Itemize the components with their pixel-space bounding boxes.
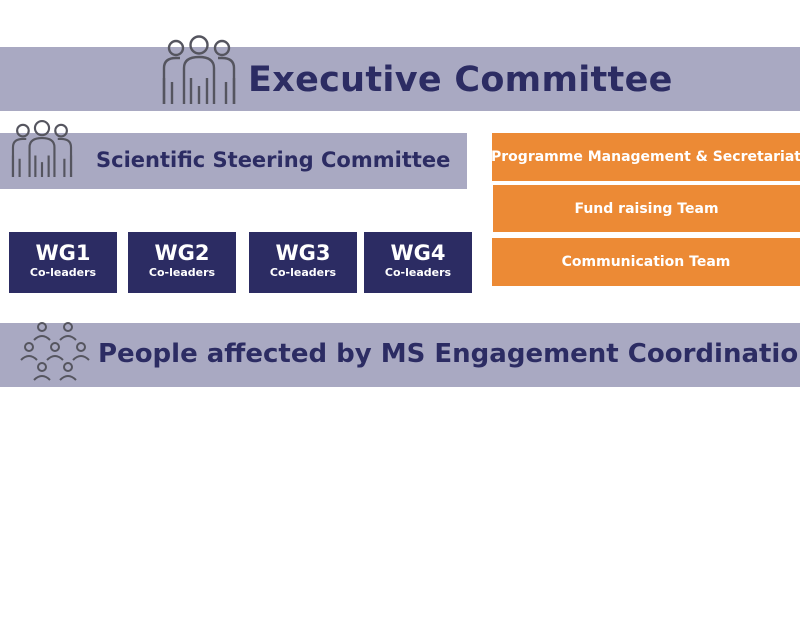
executive-committee-title: Executive Committee [248, 60, 673, 100]
working-group-title: WG1 [35, 241, 91, 265]
communication-team-box: Communication Team [492, 238, 800, 286]
working-group-subtitle: Co-leaders [29, 266, 97, 279]
people-group-icon [158, 34, 240, 120]
programme-management-box: Programme Management & Secretariat [491, 133, 800, 181]
working-group-title: WG3 [275, 241, 331, 265]
scientific-steering-committee-band: Scientific Steering Committee [0, 119, 467, 189]
working-group-3: WG3 Co-leaders [249, 232, 357, 293]
working-group-2: WG2 Co-leaders [128, 232, 236, 293]
working-group-title: WG2 [154, 241, 210, 265]
scientific-steering-committee-title: Scientific Steering Committee [96, 148, 451, 172]
working-group-subtitle: Co-leaders [148, 266, 216, 279]
working-group-1: WG1 Co-leaders [9, 232, 117, 293]
engagement-coordination-band: People affected by MS Engagement Coordin… [0, 321, 800, 387]
working-group-title: WG4 [390, 241, 446, 265]
people-group-icon [8, 119, 76, 191]
engagement-coordination-title: People affected by MS Engagement Coordin… [98, 339, 800, 369]
working-group-4: WG4 Co-leaders [364, 232, 472, 293]
working-group-subtitle: Co-leaders [384, 266, 452, 279]
working-group-subtitle: Co-leaders [269, 266, 337, 279]
executive-committee-band: Executive Committee [0, 35, 800, 111]
fund-raising-team-box: Fund raising Team [493, 185, 800, 232]
community-network-icon [20, 321, 92, 387]
